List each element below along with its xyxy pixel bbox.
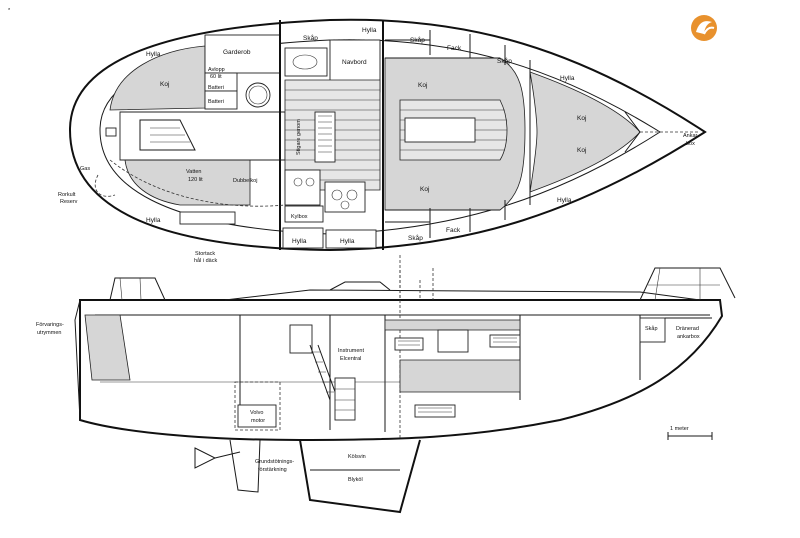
label-hylla-right-bottom: Hylla <box>557 197 572 204</box>
label-blykol: Blyköl <box>348 477 363 483</box>
label-stortack: Stortack <box>195 251 215 257</box>
label-skap-bottom: Skåp <box>408 234 423 242</box>
label-fack-top: Fack <box>447 45 462 52</box>
cockpit <box>119 111 286 161</box>
forward-vberth <box>529 71 641 193</box>
label-rorkult-reserv: Reserv <box>60 199 78 205</box>
profile-labels: Förvarings- utrymmen Instrument Elcentra… <box>36 322 700 483</box>
label-skap-top2: Skåp <box>303 34 318 42</box>
label-hylla-right-top: Hylla <box>560 75 575 82</box>
label-ankarbox-bottom: box <box>686 141 695 147</box>
label-koj-mid: Koj <box>418 82 427 89</box>
label-dranerad-ankarbox: ankarbox <box>677 334 700 340</box>
deck-plan <box>68 18 707 252</box>
label-dranerad: Dränerad <box>676 326 699 332</box>
label-forvaring-2: utrymmen <box>37 330 61 336</box>
keel <box>299 439 421 514</box>
label-gas: Gas <box>80 166 90 172</box>
label-motor: motor <box>251 418 265 424</box>
logo-icon <box>691 15 717 41</box>
label-koj-center: Koj <box>420 186 429 193</box>
label-hylla-top-mid: Hylla <box>362 27 377 34</box>
label-instrument: Instrument <box>338 348 364 354</box>
label-koj-fore-bottom: Koj <box>577 147 586 154</box>
label-navbord: Navbord <box>342 59 367 66</box>
side-profile <box>74 255 736 514</box>
label-hylla-bottom-mid2: Hylla <box>340 238 355 245</box>
label-stigare: Stigare genom <box>296 119 302 155</box>
label-kylbox: Kylbox <box>291 214 308 220</box>
label-skap-right: Skåp <box>497 57 512 65</box>
corner-mark: * <box>8 8 11 14</box>
plan-hull-outline <box>68 18 707 252</box>
label-dubbelkoj: Dubbelkoj <box>233 178 257 184</box>
label-avlopp-volume: 60 lit <box>210 74 222 80</box>
label-fack-bottom: Fack <box>446 227 461 234</box>
label-elcentral: Elcentral <box>340 356 361 362</box>
label-volvo: Volvo <box>250 410 263 416</box>
label-rorkult: Rorkult <box>58 192 76 198</box>
label-vatten: Vatten <box>186 169 202 175</box>
label-batteri-2: Batteri <box>208 99 224 105</box>
label-skap-top: Skåp <box>410 36 425 44</box>
label-ankarbox-top: Ankar- <box>683 133 699 139</box>
label-stortack-hole: hål i däck <box>194 257 217 264</box>
label-grundstotning: Grundstötnings- <box>255 459 294 465</box>
label-hylla-bottom-left: Hylla <box>146 217 161 224</box>
profile-hull <box>79 299 724 442</box>
label-avlopp: Avlopp <box>208 67 225 73</box>
label-skap-profile: Skåp <box>645 325 658 332</box>
label-koj-left: Koj <box>160 81 169 88</box>
scale-bar: 1 meter <box>667 426 713 440</box>
scale-label: 1 meter <box>670 426 689 432</box>
plan-labels: Hylla Hylla Hylla Hylla Hylla Hylla Hyll… <box>58 27 699 264</box>
label-forstarkning: förstärkning <box>258 467 287 473</box>
label-garderob: Garderob <box>223 49 251 56</box>
label-hylla-top-left: Hylla <box>146 51 161 58</box>
label-vatten-volume: 120 lit <box>188 177 203 183</box>
label-forvaring: Förvarings- <box>36 322 64 328</box>
label-batteri-1: Batteri <box>208 85 224 91</box>
label-kolsvin: Kölsvin <box>348 454 366 460</box>
label-hylla-bottom-mid1: Hylla <box>292 238 307 245</box>
label-koj-fore-top: Koj <box>577 115 586 122</box>
